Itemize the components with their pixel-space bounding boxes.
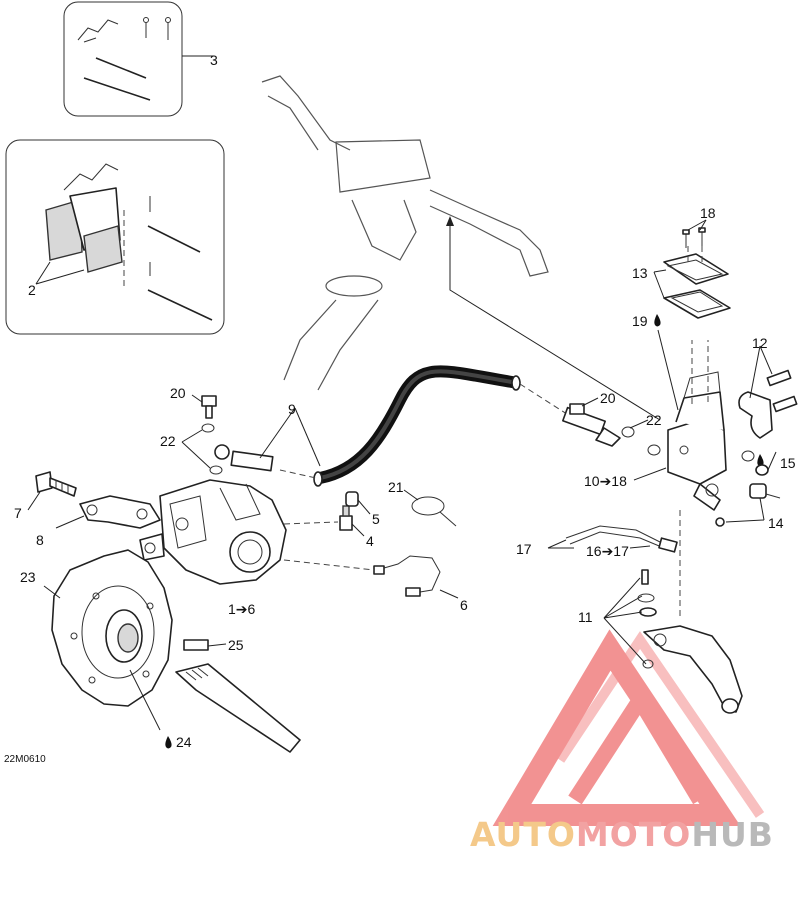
hose-clip [403, 489, 457, 527]
shaft-key [183, 639, 227, 651]
callout-22-left: 22 [160, 433, 176, 449]
bleeder-screw [283, 505, 365, 537]
bleeder-cap [345, 491, 371, 515]
switch-wire-harness [547, 525, 678, 553]
brake-light-switch [715, 450, 781, 527]
handlebar-clamp [738, 345, 798, 439]
caliper-bracket [55, 495, 161, 529]
callout-22-right: 22 [646, 412, 662, 428]
callout-5: 5 [372, 511, 380, 527]
watermark-moto: MOTO [575, 815, 692, 854]
reservoir-cover [653, 246, 731, 319]
brake-lever [603, 510, 743, 714]
callout-1-6: 1➔6 [228, 601, 256, 617]
drive-shaft [175, 663, 301, 753]
callout-17: 17 [516, 541, 532, 557]
mounting-bolt [27, 471, 77, 511]
master-cylinder [633, 340, 727, 511]
brake-hose [214, 365, 621, 487]
watermark-hub: HUB [691, 815, 774, 854]
brake-disc [43, 549, 173, 731]
watermark-auto: AUTO [470, 815, 576, 854]
callout-24: 24 [176, 734, 192, 750]
banjo-bolt-right [569, 397, 661, 456]
brake-caliper [139, 479, 287, 585]
callout-16-17: 16➔17 [586, 543, 629, 559]
callout-6: 6 [460, 597, 468, 613]
cable-bracket [283, 555, 459, 599]
kit-box-pins [63, 1, 214, 117]
handlebar-outline [261, 75, 661, 421]
callout-25: 25 [228, 637, 244, 653]
drawing-code: 22M0610 [4, 754, 46, 765]
drop-icon [165, 736, 172, 749]
callout-21: 21 [388, 479, 404, 495]
callout-3: 3 [210, 52, 218, 68]
callout-15: 15 [780, 455, 796, 471]
callout-4: 4 [366, 533, 374, 549]
callout-9: 9 [288, 401, 296, 417]
automotohub-watermark: AUTOMOTOHUB [470, 815, 774, 854]
cover-screws [682, 219, 707, 248]
callout-2: 2 [28, 282, 36, 298]
banjo-bolt-left [181, 394, 223, 475]
callout-12: 12 [752, 335, 768, 351]
callout-7: 7 [14, 505, 22, 521]
callout-10-18: 10➔18 [584, 473, 627, 489]
drop-icon-fluid [654, 314, 679, 411]
callout-13: 13 [632, 265, 648, 281]
callout-20-right: 20 [600, 390, 616, 406]
callout-8: 8 [36, 532, 44, 548]
callout-19: 19 [632, 313, 648, 329]
callout-23: 23 [20, 569, 36, 585]
callout-11: 11 [578, 609, 593, 625]
kit-box-brake-pads [5, 139, 225, 335]
callout-14: 14 [768, 515, 784, 531]
automotohub-logo [492, 629, 765, 826]
callout-20-left: 20 [170, 385, 186, 401]
callout-18: 18 [700, 205, 716, 221]
